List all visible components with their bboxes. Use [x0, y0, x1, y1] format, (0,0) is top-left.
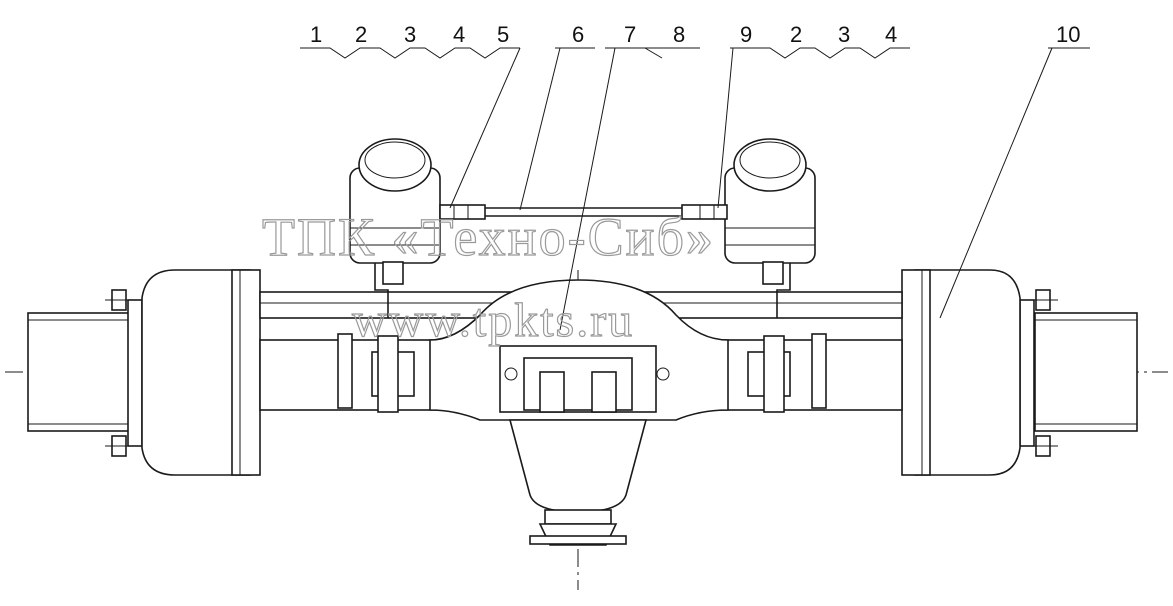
callout-3-left: 3 — [404, 22, 416, 47]
right-lower-bolt — [1020, 435, 1058, 457]
watermark-url: www.tpkts.ru — [352, 294, 634, 347]
callout-9: 9 — [740, 22, 752, 47]
callout-10: 10 — [1056, 22, 1080, 47]
callout-1: 1 — [310, 22, 322, 47]
left-brake-chamber — [349, 138, 441, 318]
right-brake-chamber — [724, 138, 816, 318]
left-lower-bolt — [105, 435, 142, 457]
right-wheel-hub — [901, 269, 1138, 476]
left-upper-bolt — [105, 289, 142, 311]
callout-8: 8 — [673, 22, 685, 47]
callout-2-left: 2 — [355, 22, 367, 47]
right-upper-bolt — [1020, 289, 1058, 311]
differential-housing — [429, 279, 729, 546]
left-wheel-hub — [27, 269, 261, 476]
watermark-company: ТПК «Техно-Сиб» — [262, 207, 715, 267]
callout-2-right: 2 — [790, 22, 802, 47]
callout-6: 6 — [572, 22, 584, 47]
callout-7: 7 — [624, 22, 636, 47]
callout-4-left: 4 — [453, 22, 465, 47]
callout-5: 5 — [497, 22, 509, 47]
callout-3-right: 3 — [838, 22, 850, 47]
callout-4-right: 4 — [885, 22, 897, 47]
leader-lines — [300, 47, 1090, 331]
